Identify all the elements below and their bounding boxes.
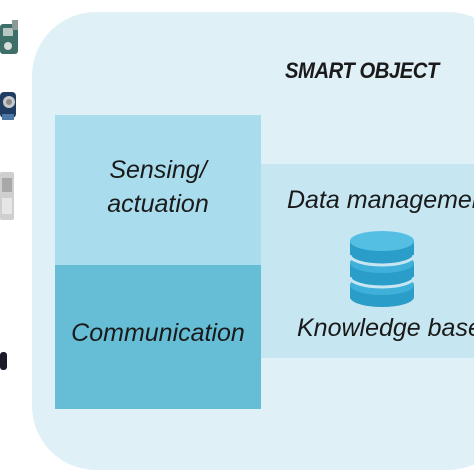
sensing-label-line2: actuation — [107, 190, 208, 218]
data-management-label: Data management — [287, 186, 474, 215]
device-photos-strip — [0, 0, 30, 474]
communication-block: Communication — [55, 265, 261, 409]
smart-object-title: SMART OBJECT — [285, 58, 439, 84]
sensing-label-line1: Sensing/ — [109, 156, 206, 184]
sensor-board-image — [0, 18, 22, 60]
actuator-device-image — [0, 168, 22, 228]
communication-device-image — [0, 350, 14, 372]
sensor-module-image — [0, 86, 22, 126]
knowledge-base-label: Knowledge base — [297, 314, 474, 343]
communication-label: Communication — [55, 319, 261, 348]
database-icon — [349, 229, 415, 309]
sensing-actuation-block: Sensing/ actuation — [55, 115, 261, 265]
data-management-block: Data management Knowledge base — [261, 164, 474, 358]
sensing-actuation-label: Sensing/ actuation — [55, 153, 261, 221]
